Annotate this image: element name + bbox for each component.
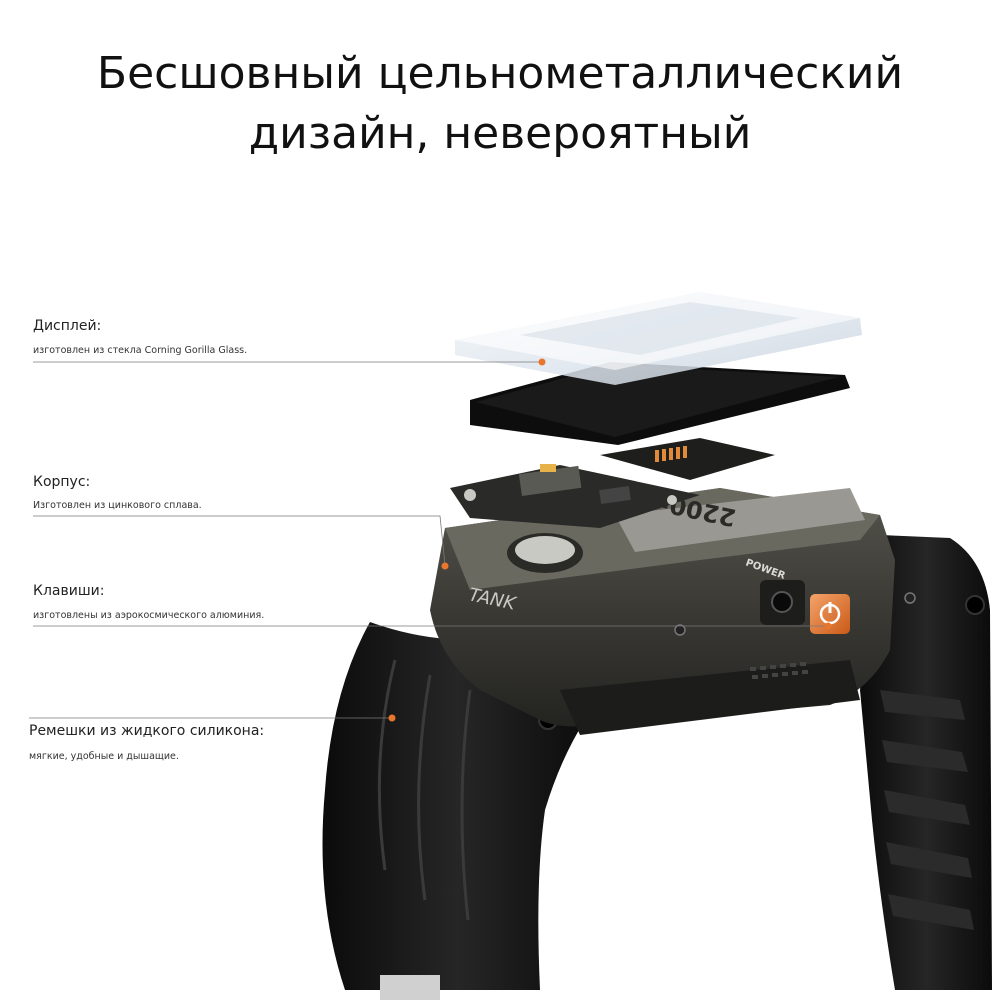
headline-line-1: Бесшовный цельнометаллический [96,48,904,99]
keys-annotation-description: изготовлены из аэрокосмического алюминия… [33,610,265,621]
case-marker [441,562,449,570]
keys-annotation-title: Клавиши: [33,583,105,599]
headline: Бесшовный цельнометаллический дизайн, не… [0,44,1000,164]
display-annotation-description: изготовлен из стекла Corning Gorilla Gla… [33,345,248,356]
right-strap [860,535,992,990]
strap-annotation-title: Ремешки из жидкого силикона: [29,723,265,739]
display-annotation-title: Дисплей: [33,318,102,334]
display-marker [538,358,546,366]
power-icon [819,602,841,625]
sensor-module [600,438,775,480]
gorilla-glass-layer [455,292,862,385]
strap-annotation-description: мягкие, удобные и дышащие. [29,751,179,762]
case-annotation-description: Изготовлен из цинкового сплава. [33,500,202,511]
case-annotation-title: Корпус: [33,474,91,490]
circuit-board [450,464,700,528]
strap-marker [388,714,396,722]
annotation-leaders [29,358,832,722]
keys-marker [824,622,832,630]
left-strap [322,622,593,1000]
display-panel [470,362,850,445]
headline-line-2: дизайн, невероятный [248,108,752,159]
power-button [810,594,850,634]
